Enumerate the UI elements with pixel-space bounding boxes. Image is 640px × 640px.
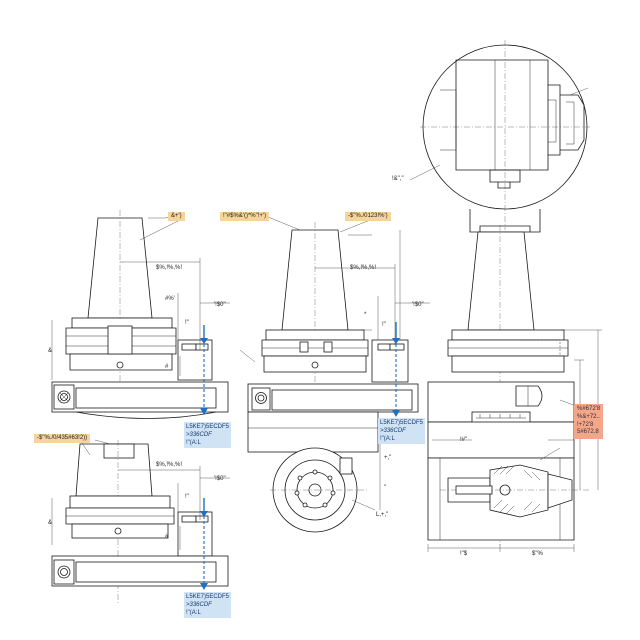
flow-label-3-line-2: >336CDF (186, 602, 212, 609)
dim-h4-bore: !#" (460, 437, 468, 443)
detail-view (409, 40, 590, 233)
dim-h2-h1: +," (384, 455, 392, 461)
callout-holder-1: &+') (168, 212, 185, 221)
holder-2 (239, 222, 430, 533)
dim-h4-d1: !"$ (460, 551, 468, 557)
dim-h3-d3: # (165, 534, 169, 540)
flow-label-1-line-1: L5KE7)5ECDF5 (186, 424, 230, 430)
flow-label-2-line-2: >336CDF (380, 428, 406, 435)
flow-label-2-line-1: L5KE7)5ECDF5 (380, 420, 424, 426)
dim-h2-h2: " (384, 485, 387, 491)
callout-holder-2-left: !"#$%&'()*%"!+') (220, 212, 270, 221)
flow-label-1: L5KE7)5ECDF5 >336CDF !"(A:L (184, 422, 232, 449)
flow-label-3-line-3: !"(A:L (186, 610, 201, 617)
callout-holder-2-right: -$"%./0123!%') (345, 212, 391, 221)
dim-h3-h: & (48, 520, 53, 526)
dim-h2-d1: '!$0" (412, 302, 424, 308)
flow-label-2: L5KE7)5ECDF5 >336CDF !"(A:L (378, 418, 426, 445)
flow-label-1-line-3: !"(A:L (186, 440, 201, 447)
dim-h2-offset: L,+," (376, 512, 389, 518)
dim-h2-d3: * (364, 312, 367, 318)
dim-h2-width: $%,!%,%! (350, 265, 377, 271)
flow-label-2-line-3: !"(A:L (380, 436, 395, 443)
holder-4 (427, 225, 602, 552)
dim-h1-h: & (48, 348, 53, 354)
detail-reference: !&"," (392, 176, 404, 182)
leader-lines (79, 216, 577, 456)
flow-label-1-line-2: >336CDF (186, 432, 212, 439)
spec-line-4: 5#672.8 (577, 429, 599, 436)
dim-h3-width: $%,!%,%! (156, 462, 183, 468)
dim-h2-d2: !" (382, 322, 386, 328)
flow-label-3-line-1: L5KE7)5ECDF5 (186, 594, 230, 600)
flow-label-3: L5KE7)5ECDF5 >336CDF !"(A:L (184, 592, 232, 619)
holder-1 (51, 210, 230, 419)
callout-holder-3: -$"%./0/435#63!2)) (34, 434, 91, 443)
holder-3 (51, 439, 230, 605)
spec-line-1: %#672'8 (577, 406, 601, 412)
spec-box: %#672'8 %&+72.. !+72'8 5#672.8 (574, 404, 604, 440)
dim-h3-d1: '!$0" (214, 476, 226, 482)
spec-line-3: !+72'8 (577, 421, 594, 428)
dim-h1-pos: #%' (165, 296, 175, 302)
dim-h1-width: $%,!%,%! (156, 265, 183, 271)
dim-h1-d1: !" (185, 320, 189, 326)
spec-line-2: %&+72.. (577, 413, 600, 420)
dim-h4-d2: $"% (532, 551, 543, 557)
dim-h1-d2: '!$0" (214, 302, 226, 308)
dim-h3-d2: !" (185, 494, 189, 500)
dim-h1-d3: # (165, 364, 169, 370)
